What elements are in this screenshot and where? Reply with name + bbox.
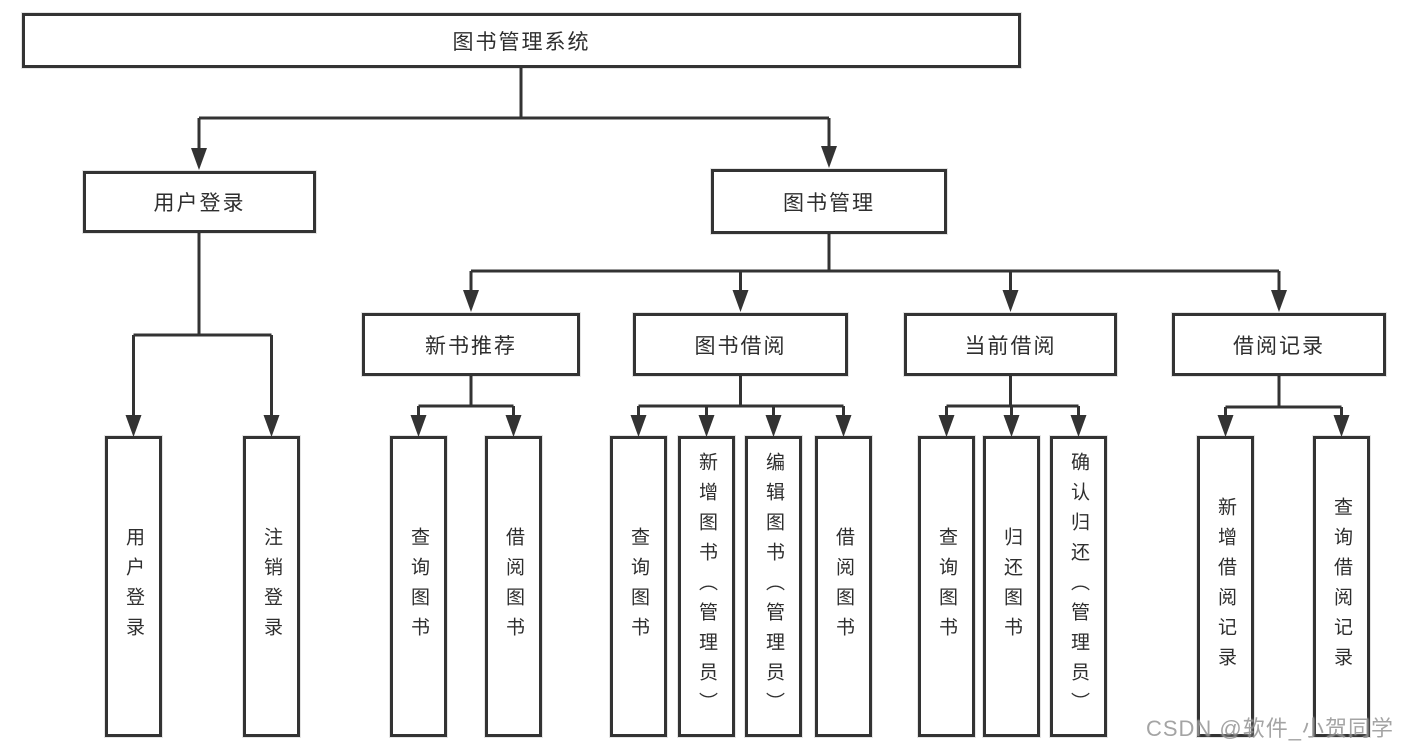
leaf-query-books-recommend: 查询图书: [390, 436, 447, 737]
leaf-query-books-current: 查询图书: [918, 436, 975, 737]
leaf-user-login: 用户登录: [105, 436, 162, 737]
node-root-system: 图书管理系统: [22, 13, 1021, 68]
arrow-down-icon: [463, 290, 479, 312]
node-new-book-recommend-label: 新书推荐: [425, 334, 517, 358]
node-user-login-label: 用户登录: [153, 192, 246, 215]
node-user-login: 用户登录: [83, 171, 316, 233]
leaf-query-borrow-record: 查询借阅记录: [1313, 436, 1370, 737]
connector-book-mgmt-branch: [469, 234, 1281, 293]
node-current-borrow-label: 当前借阅: [964, 334, 1057, 358]
leaf-add-books-admin: 新增图书（管理员）: [678, 436, 735, 737]
leaf-borrow-books-recommend: 借阅图书: [485, 436, 542, 737]
arrow-down-icon: [1002, 290, 1019, 312]
node-borrow-records: 借阅记录: [1172, 313, 1386, 376]
connector-borrow-records-branch: [1224, 376, 1343, 417]
arrow-down-icon: [125, 415, 142, 437]
arrow-down-icon: [1271, 290, 1287, 312]
connector-new-book-branch: [417, 376, 515, 417]
arrow-down-icon: [698, 415, 715, 437]
arrowhead-group: [125, 146, 1350, 437]
leaf-add-borrow-record: 新增借阅记录: [1197, 436, 1254, 737]
leaf-query-books-borrow: 查询图书: [610, 436, 667, 737]
arrow-down-icon: [821, 146, 837, 168]
arrow-down-icon: [765, 415, 782, 437]
arrow-down-icon: [505, 415, 522, 437]
arrow-down-icon: [191, 148, 207, 170]
node-borrow-records-label: 借阅记录: [1233, 334, 1325, 358]
arrow-down-icon: [1070, 415, 1087, 437]
node-book-management-label: 图书管理: [783, 191, 875, 215]
leaf-logout: 注销登录: [243, 436, 300, 737]
arrow-down-icon: [410, 415, 427, 437]
node-book-management: 图书管理: [711, 169, 947, 234]
arrow-down-icon: [938, 415, 955, 437]
csdn-watermark: CSDN @软件_小贺同学: [1145, 716, 1394, 741]
node-book-borrow: 图书借阅: [633, 313, 848, 376]
node-new-book-recommend: 新书推荐: [362, 313, 580, 376]
arrow-down-icon: [630, 415, 647, 437]
connector-root-drop: [197, 67, 831, 150]
connector-user-login-branch: [132, 233, 273, 417]
node-root-label: 图书管理系统: [452, 30, 591, 54]
arrow-down-icon: [1003, 415, 1020, 437]
leaf-edit-books-admin: 编辑图书（管理员）: [745, 436, 802, 737]
arrow-down-icon: [1217, 415, 1234, 437]
arrow-down-icon: [263, 415, 280, 437]
leaf-confirm-return-admin: 确认归还（管理员）: [1050, 436, 1107, 737]
arrow-down-icon: [1333, 415, 1350, 437]
connector-current-borrow-branch: [945, 376, 1080, 417]
arrow-down-icon: [835, 415, 852, 437]
arrow-down-icon: [732, 290, 749, 312]
leaf-borrow-books: 借阅图书: [815, 436, 872, 737]
node-current-borrow: 当前借阅: [904, 313, 1117, 376]
leaf-return-books: 归还图书: [983, 436, 1040, 737]
connector-book-borrow-branch: [637, 376, 845, 417]
node-book-borrow-label: 图书借阅: [694, 334, 787, 358]
